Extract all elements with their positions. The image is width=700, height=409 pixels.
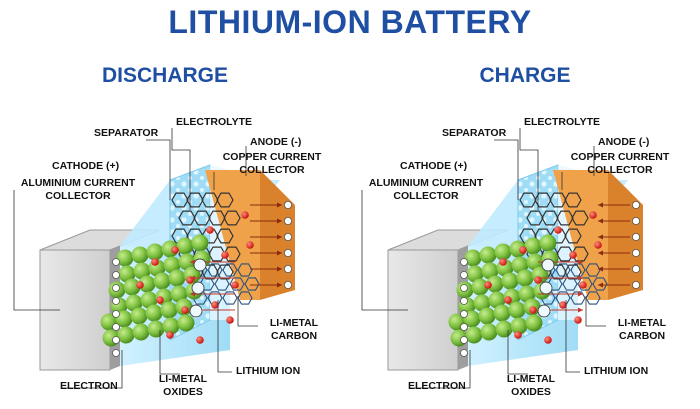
separator-label: SEPARATOR [94,127,159,139]
separator-label: SEPARATOR [442,127,507,139]
charge-heading: CHARGE [479,64,571,87]
aluminium-collector-label: ALUMINIUM CURRENT COLLECTOR [18,177,138,203]
page-title: LITHIUM-ION BATTERY [168,4,532,40]
aluminium-collector-label: ALUMINIUM CURRENT COLLECTOR [366,177,486,203]
discharge-diagram [13,128,295,389]
copper-collector-label: COPPER CURRENT COLLECTOR [564,151,676,177]
carbon-label-line2: CARBON [270,330,318,342]
electron-badges [189,258,207,318]
leader-lines [13,128,258,389]
cathode-label: CATHODE (+) [400,160,468,172]
aluminium-label-line1: ALUMINIUM CURRENT [20,177,136,189]
electron-markers [460,258,468,357]
ion-arrows [538,200,641,313]
ion-arrows [190,200,292,313]
anode-label: ANODE (-) [250,136,302,148]
anode-label: ANODE (-) [598,136,650,148]
electron-label: ELECTRON [408,380,466,392]
aluminium-label-line2: COLLECTOR [393,190,459,202]
cathode-label: CATHODE (+) [52,160,120,172]
aluminium-label-line2: COLLECTOR [45,190,111,202]
copper-label-line1: COPPER CURRENT [570,151,670,163]
electrolyte-label: ELECTROLYTE [176,116,253,128]
li-metal-oxides-label: LI-METAL OXIDES [148,373,218,399]
oxides-label-line1: LI-METAL [158,373,208,385]
lithium-ion-label: LITHIUM ION [236,365,301,377]
copper-label-line2: COLLECTOR [239,164,305,176]
copper-label-line2: COLLECTOR [587,164,653,176]
lithium-ions [136,211,254,344]
lithium-ions [484,211,602,344]
copper-label-line1: COPPER CURRENT [222,151,322,163]
li-metal-oxide-spheres [100,234,211,347]
carbon-label-line2: CARBON [618,330,666,342]
electrolyte-label: ELECTROLYTE [524,116,601,128]
lithium-ion-label: LITHIUM ION [584,365,649,377]
oxides-label-line1: LI-METAL [506,373,556,385]
electron-label: ELECTRON [60,380,118,392]
carbon-label-line1: LI-METAL [617,317,667,329]
oxides-label-line2: OXIDES [511,386,551,398]
carbon-label-line1: LI-METAL [269,317,319,329]
discharge-heading: DISCHARGE [101,64,228,87]
electron-badges [537,258,555,318]
electron-markers [112,258,120,357]
li-metal-carbon-label: LI-METAL CARBON [610,317,674,343]
oxides-label-line2: OXIDES [163,386,203,398]
aluminium-label-line1: ALUMINIUM CURRENT [368,177,484,189]
charge-diagram [361,128,643,389]
leader-lines [361,128,606,389]
copper-collector-label: COPPER CURRENT COLLECTOR [216,151,328,177]
li-metal-oxides-label: LI-METAL OXIDES [496,373,566,399]
li-metal-carbon-label: LI-METAL CARBON [262,317,326,343]
